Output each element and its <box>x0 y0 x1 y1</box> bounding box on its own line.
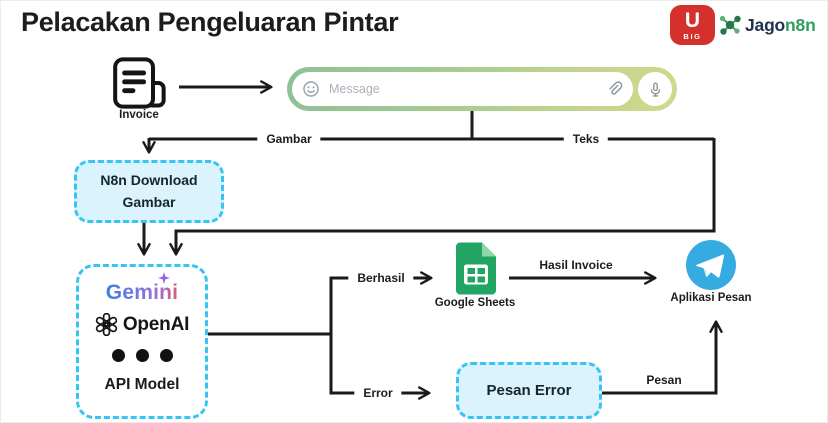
network-cluster-icon <box>717 12 743 38</box>
ellipsis-dots-icon <box>111 349 173 362</box>
ubig-logo: U BIG <box>670 5 715 45</box>
edge-label-gambar: Gambar <box>257 131 321 147</box>
microphone-icon <box>647 81 664 98</box>
edge-label-teks: Teks <box>563 131 609 147</box>
n8n-download-box: N8n Download Gambar <box>74 160 224 223</box>
paperclip-icon[interactable] <box>606 80 623 98</box>
gemini-sparkle-icon <box>158 272 171 284</box>
openai-logo: OpenAI <box>95 312 190 337</box>
message-input[interactable] <box>327 81 599 97</box>
google-sheets-label: Google Sheets <box>434 297 516 309</box>
jagon8n-logo: Jagon8n <box>717 12 816 38</box>
invoice-icon <box>109 57 171 114</box>
api-model-label: API Model <box>104 376 180 393</box>
n8n-download-label: N8n Download Gambar <box>100 171 198 210</box>
pesan-error-box: Pesan Error <box>456 362 602 419</box>
openai-logo-text: OpenAI <box>122 313 190 335</box>
google-sheets-icon <box>456 242 496 300</box>
openai-knot-icon <box>95 312 118 337</box>
edge-label-berhasil: Berhasil <box>348 270 414 286</box>
jagon8n-logo-text-dark: Jago <box>745 14 786 35</box>
edge-label-hasil-invoice: Hasil Invoice <box>539 258 613 272</box>
edge-label-error: Error <box>354 385 402 401</box>
invoice-label: Invoice <box>119 109 159 121</box>
microphone-button[interactable] <box>638 72 672 106</box>
gemini-logo: Gemini <box>105 272 179 306</box>
page-title: Pelacakan Pengeluaran Pintar <box>21 7 399 37</box>
ubig-logo-letter: U <box>684 8 701 32</box>
jagon8n-logo-text-green: n8n <box>785 14 816 35</box>
ubig-logo-word: BIG <box>683 31 702 41</box>
pesan-error-label: Pesan Error <box>486 382 572 399</box>
chat-input-pill[interactable] <box>292 72 633 106</box>
messaging-app-label: Aplikasi Pesan <box>670 292 752 304</box>
telegram-icon <box>686 240 736 295</box>
gemini-logo-text: Gemini <box>105 281 179 304</box>
chat-message-bar <box>287 67 677 111</box>
emoji-smiley-icon[interactable] <box>302 80 320 98</box>
edge-label-pesan: Pesan <box>646 373 682 387</box>
api-model-box: Gemini OpenAI API <box>76 264 208 419</box>
